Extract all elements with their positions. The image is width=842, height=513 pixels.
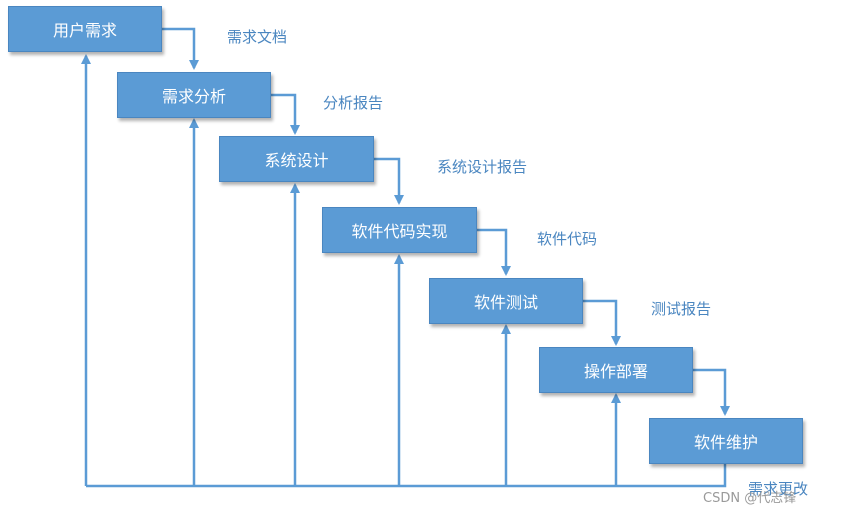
stage-requirements-analysis: 需求分析 [117, 72, 271, 118]
stage-system-design: 系统设计 [219, 136, 374, 182]
output-source-code: 软件代码 [537, 230, 598, 248]
output-design-report: 系统设计报告 [437, 158, 528, 176]
flow-arrow-6 [693, 368, 730, 416]
feedback-baseline [86, 461, 727, 488]
stage-software-testing: 软件测试 [429, 278, 583, 324]
flow-arrow-1 [162, 27, 199, 70]
watermark: CSDN @代志锋 [703, 491, 797, 506]
feedback-label: 需求更改 [748, 480, 809, 498]
flow-arrow-5 [583, 299, 621, 346]
flow-arrow-2 [271, 93, 300, 135]
flow-arrow-3 [374, 157, 404, 205]
stage-user-requirements: 用户需求 [8, 6, 162, 52]
stage-maintenance: 软件维护 [649, 418, 803, 464]
output-analysis-report: 分析报告 [323, 94, 384, 112]
output-requirements-doc: 需求文档 [227, 28, 288, 46]
flow-arrow-4 [477, 228, 511, 276]
output-test-report: 测试报告 [651, 300, 712, 318]
stage-code-implementation: 软件代码实现 [322, 207, 477, 253]
stage-deployment: 操作部署 [539, 347, 693, 393]
